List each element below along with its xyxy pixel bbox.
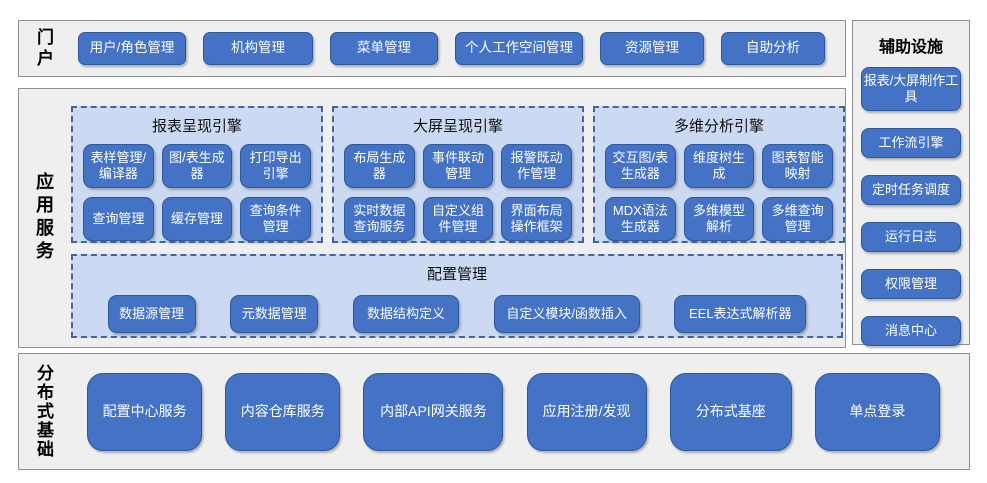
node-self-service-analysis: 自助分析 <box>721 32 825 65</box>
node-layout-generator: 布局生成器 <box>344 144 415 188</box>
node-custom-component-mgmt: 自定义组件管理 <box>422 197 494 241</box>
node-distributed-pedestal: 分布式基座 <box>669 372 792 451</box>
engine-title: 多维分析引擎 <box>673 118 764 135</box>
node-print-export-engine: 打印导出引擎 <box>240 144 311 188</box>
distributed-base-label: 分布式基础 <box>34 364 53 459</box>
node-report-dashboard-design-tool: 报表/大屏制作工具 <box>861 67 961 111</box>
node-app-registration-discovery: 应用注册/发现 <box>526 372 647 451</box>
portal-row: 用户/角色管理 机构管理 菜单管理 个人工作空间管理 资源管理 自助分析 <box>78 32 825 65</box>
node-alarm-action-mgmt: 报警既动作管理 <box>501 144 572 188</box>
node-metadata-mgmt: 元数据管理 <box>230 295 319 333</box>
engine-title: 报表呈现引擎 <box>151 118 242 135</box>
portal-section: 门户 用户/角色管理 机构管理 菜单管理 个人工作空间管理 资源管理 自助分析 <box>18 20 846 77</box>
node-run-log: 运行日志 <box>861 222 961 252</box>
node-eel-expression-parser: EEL表达式解析器 <box>674 295 807 333</box>
node-query-condition-mgmt: 查询条件管理 <box>240 197 311 241</box>
node-datasource-mgmt: 数据源管理 <box>107 295 196 333</box>
node-workflow-engine: 工作流引擎 <box>861 128 961 158</box>
app-services-label: 应用服务 <box>34 172 54 264</box>
node-config-center-service: 配置中心服务 <box>87 372 203 451</box>
config-panel-title: 配置管理 <box>426 266 487 283</box>
engine-title: 大屏呈现引擎 <box>412 118 503 135</box>
node-query-mgmt: 查询管理 <box>83 197 154 241</box>
auxiliary-title: 辅助设施 <box>878 39 943 56</box>
engine-grid: 表样管理/编译器 图/表生成器 打印导出引擎 查询管理 缓存管理 查询条件管理 <box>73 136 321 241</box>
auxiliary-section: 辅助设施 报表/大屏制作工具 工作流引擎 定时任务调度 运行日志 权限管理 消息… <box>852 20 970 346</box>
node-chart-table-generator: 图/表生成器 <box>161 144 233 188</box>
engine-panel-report: 报表呈现引擎 表样管理/编译器 图/表生成器 打印导出引擎 查询管理 缓存管理 … <box>71 106 323 243</box>
node-single-sign-on: 单点登录 <box>814 372 940 451</box>
app-services-section: 应用服务 报表呈现引擎 表样管理/编译器 图/表生成器 打印导出引擎 查询管理 … <box>18 88 846 348</box>
node-multidim-model-parsing: 多维模型解析 <box>683 197 755 241</box>
engine-panels: 报表呈现引擎 表样管理/编译器 图/表生成器 打印导出引擎 查询管理 缓存管理 … <box>71 106 845 243</box>
node-org-mgmt: 机构管理 <box>203 32 313 65</box>
node-mdx-syntax-generator: MDX语法生成器 <box>605 197 676 241</box>
engine-grid: 布局生成器 事件联动管理 报警既动作管理 实时数据查询服务 自定义组件管理 界面… <box>334 136 582 241</box>
node-scheduled-task-scheduling: 定时任务调度 <box>861 175 961 205</box>
node-realtime-data-query-service: 实时数据查询服务 <box>344 197 415 241</box>
node-dimension-tree-generation: 维度树生成 <box>683 144 755 188</box>
distributed-row: 配置中心服务 内容仓库服务 内部API网关服务 应用注册/发现 分布式基座 单点… <box>64 372 963 451</box>
node-template-mgmt-compiler: 表样管理/编译器 <box>83 144 154 188</box>
node-resource-mgmt: 资源管理 <box>600 32 704 65</box>
node-content-repository-service: 内容仓库服务 <box>225 372 341 451</box>
node-data-structure-definition: 数据结构定义 <box>352 295 459 333</box>
node-chart-smart-mapping: 图表智能映射 <box>762 144 833 188</box>
node-user-role-mgmt: 用户/角色管理 <box>78 32 186 65</box>
engine-panel-dashboard: 大屏呈现引擎 布局生成器 事件联动管理 报警既动作管理 实时数据查询服务 自定义… <box>332 106 584 243</box>
node-interactive-chart-generator: 交互图/表生成器 <box>605 144 676 188</box>
node-internal-api-gateway-service: 内部API网关服务 <box>363 372 504 451</box>
distributed-base-section: 分布式基础 配置中心服务 内容仓库服务 内部API网关服务 应用注册/发现 分布… <box>18 353 970 470</box>
node-menu-mgmt: 菜单管理 <box>330 32 438 65</box>
config-mgmt-panel: 配置管理 数据源管理 元数据管理 数据结构定义 自定义模块/函数插入 EEL表达… <box>71 254 843 338</box>
engine-panel-olap: 多维分析引擎 交互图/表生成器 维度树生成 图表智能映射 MDX语法生成器 多维… <box>593 106 845 243</box>
config-row: 数据源管理 元数据管理 数据结构定义 自定义模块/函数插入 EEL表达式解析器 <box>73 295 841 333</box>
node-cache-mgmt: 缓存管理 <box>161 197 233 241</box>
node-message-center: 消息中心 <box>861 316 961 346</box>
node-ui-layout-framework: 界面布局操作框架 <box>501 197 572 241</box>
portal-label: 门户 <box>34 27 53 70</box>
engine-grid: 交互图/表生成器 维度树生成 图表智能映射 MDX语法生成器 多维模型解析 多维… <box>595 136 843 241</box>
node-permission-mgmt: 权限管理 <box>861 269 961 299</box>
node-personal-workspace-mgmt: 个人工作空间管理 <box>455 32 583 65</box>
node-event-linkage-mgmt: 事件联动管理 <box>422 144 494 188</box>
node-custom-module-function-insert: 自定义模块/函数插入 <box>493 295 640 333</box>
node-multidim-query-mgmt: 多维查询管理 <box>762 197 833 241</box>
